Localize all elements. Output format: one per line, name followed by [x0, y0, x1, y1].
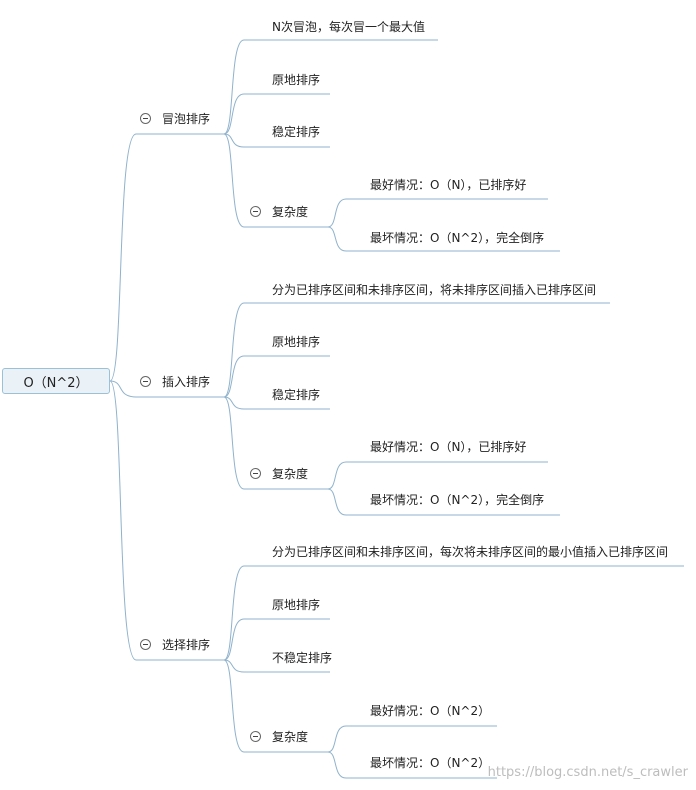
complexity-2-leaf-0-connector [327, 725, 497, 753]
root-node[interactable]: O（N^2） [2, 368, 110, 394]
insertion-stable[interactable]: 稳定排序 [272, 388, 321, 402]
branch-selection-sort[interactable]: 选择排序 [162, 638, 211, 652]
selection-unstable[interactable]: 不稳定排序 [272, 651, 333, 665]
branch-1-child-1-connector [223, 355, 330, 398]
selection-best-case[interactable]: 最好情况：O（N^2） [370, 704, 491, 718]
bubble-desc[interactable]: N次冒泡，每次冒一个最大值 [272, 20, 425, 34]
root-node-label: O（N^2） [23, 375, 89, 391]
selection-worst-case[interactable]: 最坏情况：O（N^2） [370, 756, 491, 770]
root-to-branch-0-connector [109, 133, 224, 382]
branch-bubble-sort[interactable]: 冒泡排序 [162, 112, 211, 126]
insertion-desc[interactable]: 分为已排序区间和未排序区间，将未排序区间插入已排序区间 [272, 283, 597, 297]
watermark: https://blog.csdn.net/s_crawler [487, 765, 688, 780]
complexity-0-leaf-1-connector [327, 226, 560, 252]
complexity-2-leaf-1-connector [327, 751, 497, 779]
branch-1-child-2-connector [223, 396, 330, 410]
insertion-best-case[interactable]: 最好情况：O（N），已排序好 [370, 440, 527, 454]
branch-2-child-3-connector [223, 659, 330, 753]
branch-insertion-sort[interactable]: 插入排序 [162, 375, 211, 389]
complexity-1-leaf-1-connector [327, 488, 560, 516]
insertion-worst-case[interactable]: 最坏情况：O（N^2），完全倒序 [370, 493, 545, 507]
bubble-stable[interactable]: 稳定排序 [272, 125, 321, 139]
branch-2-child-0-connector [223, 565, 684, 661]
selection-desc[interactable]: 分为已排序区间和未排序区间，每次将未排序区间的最小值插入已排序区间 [272, 545, 669, 559]
bubble-worst-case[interactable]: 最坏情况：O（N^2），完全倒序 [370, 231, 545, 245]
selection-in-place[interactable]: 原地排序 [272, 598, 321, 612]
bubble-complexity[interactable]: 复杂度 [272, 205, 309, 219]
branch-bubble-collapse-icon[interactable] [140, 113, 151, 124]
selection-complexity-collapse-icon[interactable] [250, 731, 261, 742]
insertion-in-place[interactable]: 原地排序 [272, 335, 321, 349]
insertion-complexity-collapse-icon[interactable] [250, 468, 261, 479]
branch-2-child-1-connector [223, 618, 330, 661]
branch-0-child-2-connector [223, 133, 330, 148]
branch-2-child-2-connector [223, 659, 330, 673]
bubble-best-case[interactable]: 最好情况：O（N），已排序好 [370, 178, 527, 192]
bubble-in-place[interactable]: 原地排序 [272, 73, 321, 87]
branch-1-child-3-connector [223, 396, 330, 490]
insertion-complexity[interactable]: 复杂度 [272, 467, 309, 481]
root-to-branch-2-connector [109, 380, 224, 661]
bubble-complexity-collapse-icon[interactable] [250, 206, 261, 217]
branch-0-child-1-connector [223, 93, 330, 135]
branch-insertion-collapse-icon[interactable] [140, 376, 151, 387]
complexity-1-leaf-0-connector [327, 461, 548, 490]
selection-complexity[interactable]: 复杂度 [272, 730, 309, 744]
branch-1-child-0-connector [223, 302, 610, 398]
branch-selection-collapse-icon[interactable] [140, 639, 151, 650]
branch-0-child-0-connector [223, 39, 438, 135]
complexity-0-leaf-0-connector [327, 198, 548, 228]
root-to-branch-1-connector [109, 380, 224, 398]
branch-0-child-3-connector [223, 133, 330, 228]
